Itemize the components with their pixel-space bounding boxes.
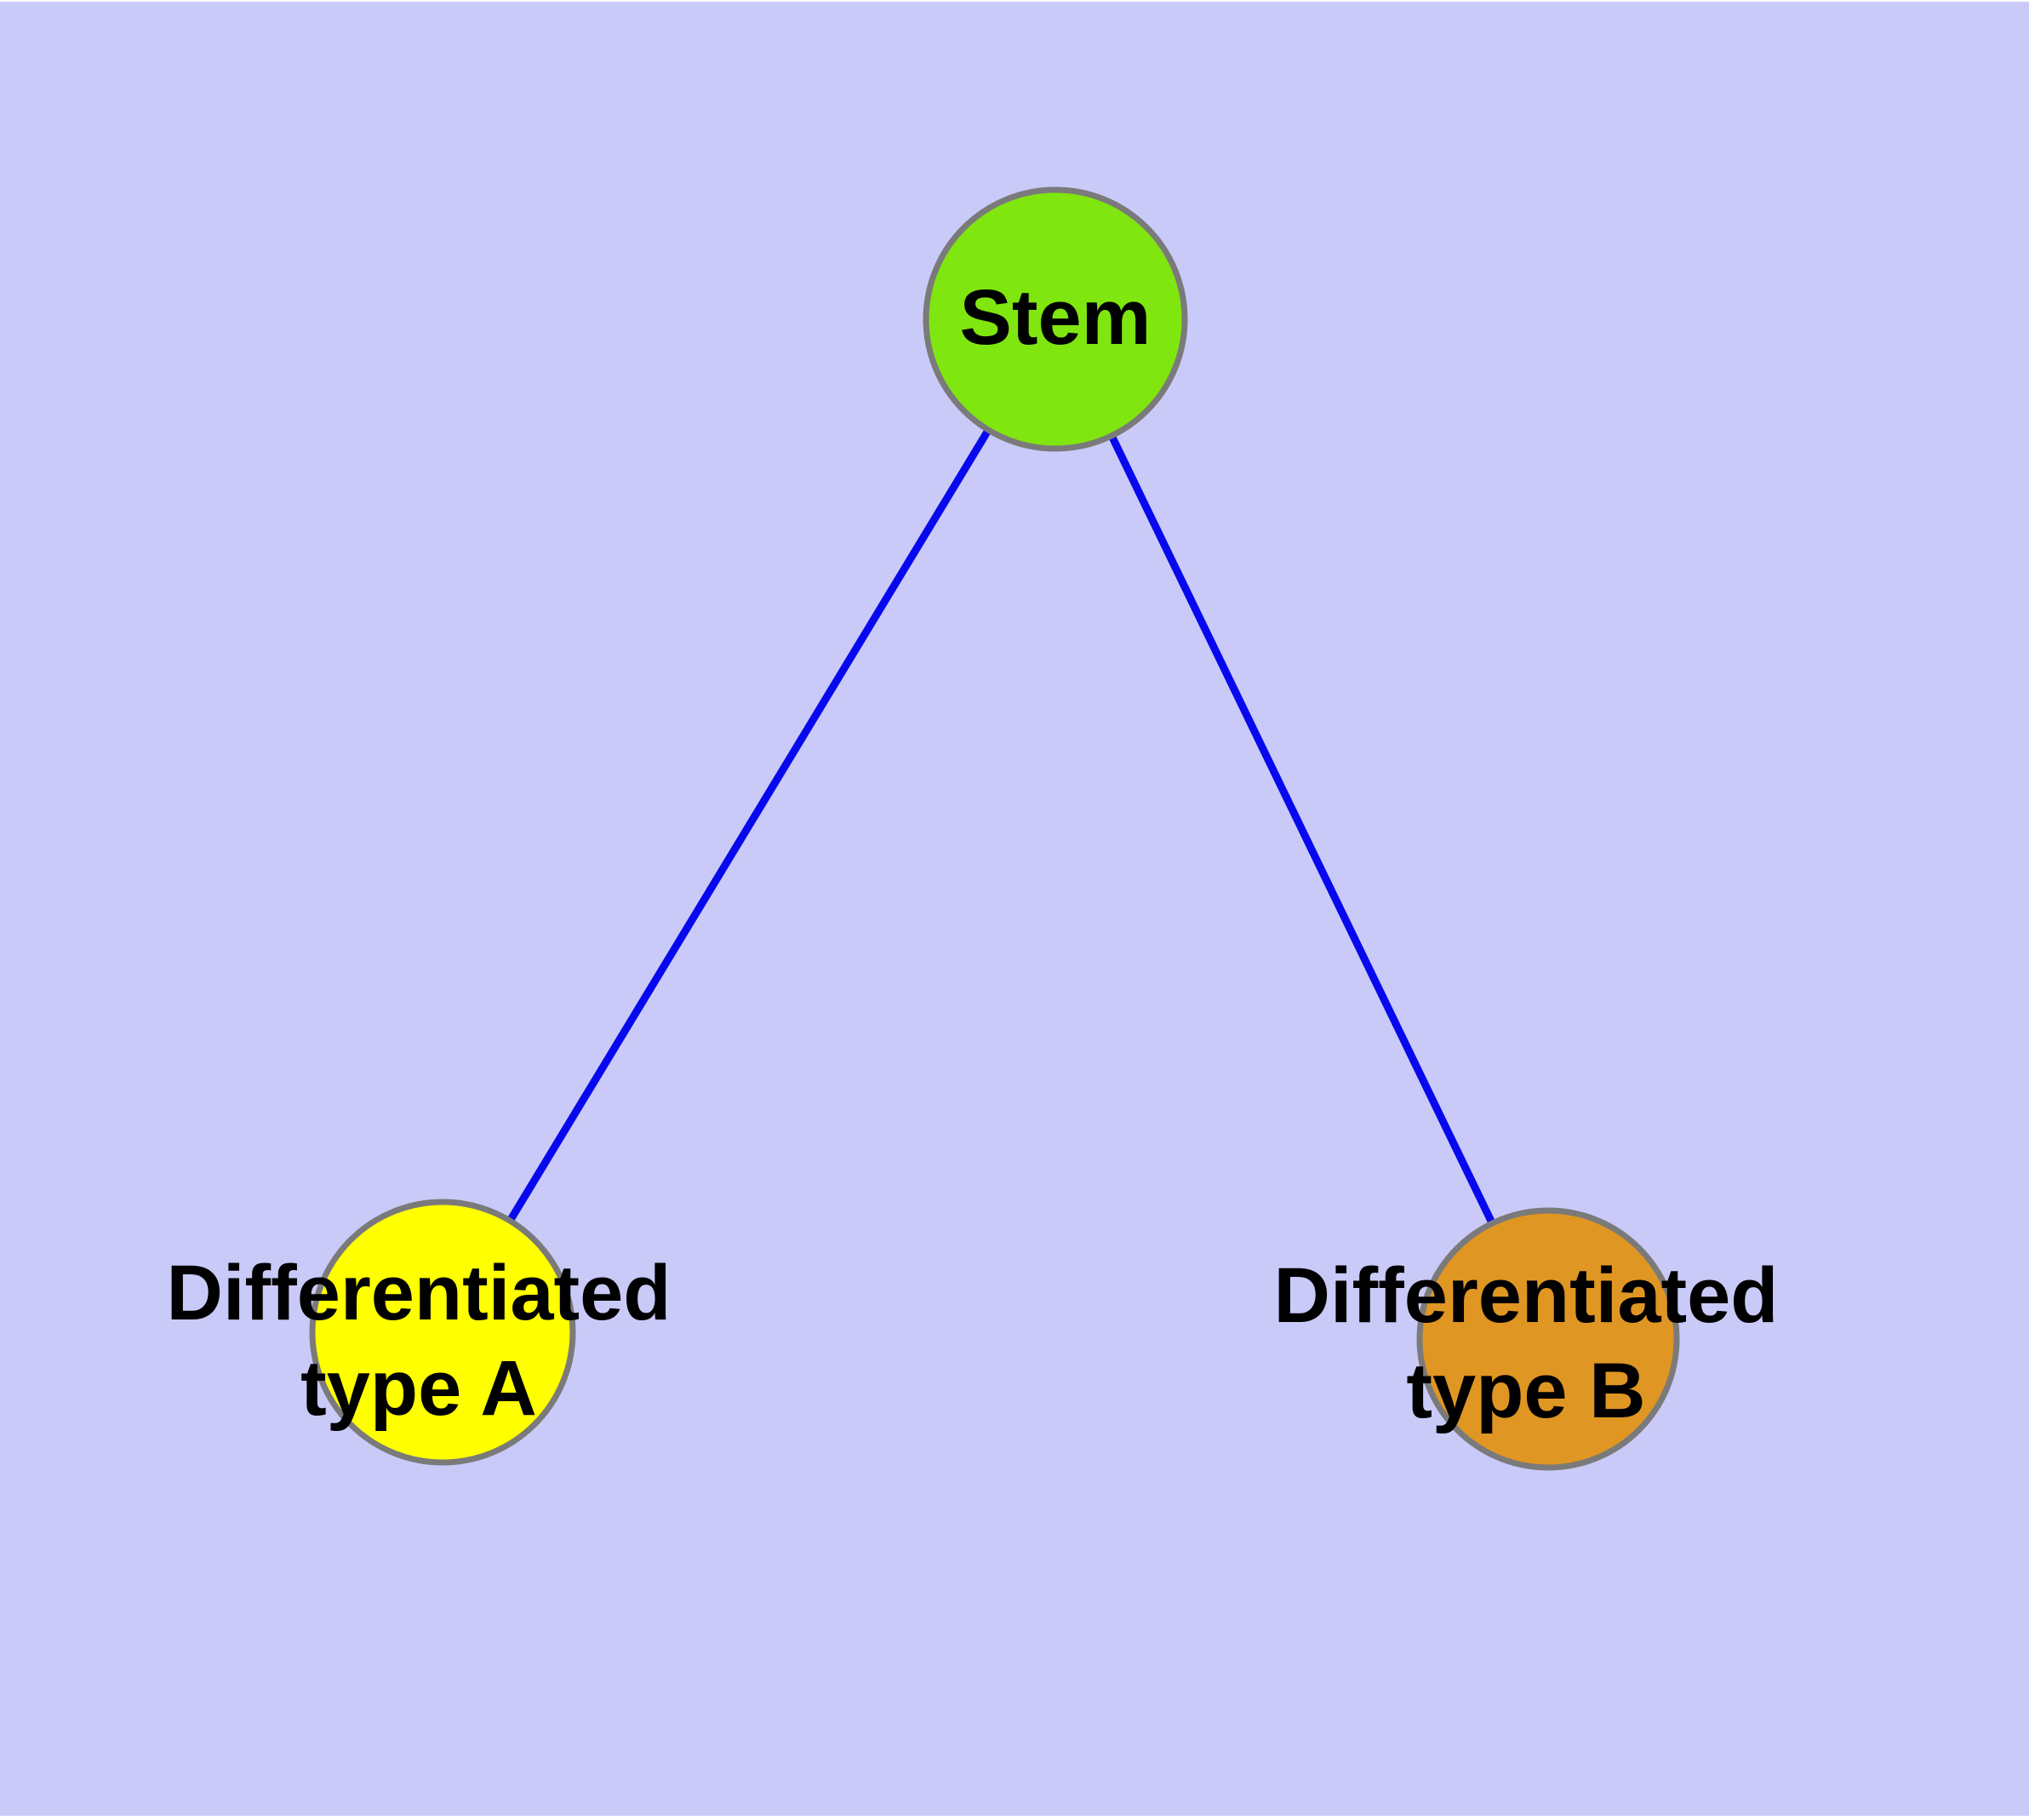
node-differentiated-type-a-label-line-2: type A (300, 1345, 537, 1432)
edge-stem-to-differentiated-type-a (439, 317, 1059, 1335)
edge-stem-to-differentiated-type-b (1051, 318, 1552, 1341)
node-differentiated-type-b-label-line-1: Differentiated (1274, 1252, 1779, 1339)
node-stem-label-line-1: Stem (960, 274, 1152, 361)
node-differentiated-type-a (309, 1199, 576, 1466)
node-differentiated-type-b (1416, 1207, 1680, 1471)
node-differentiated-type-a-label-line-1: Differentiated (167, 1250, 672, 1336)
node-stem (923, 186, 1188, 452)
node-differentiated-type-b-label-line-2: type B (1406, 1348, 1645, 1434)
